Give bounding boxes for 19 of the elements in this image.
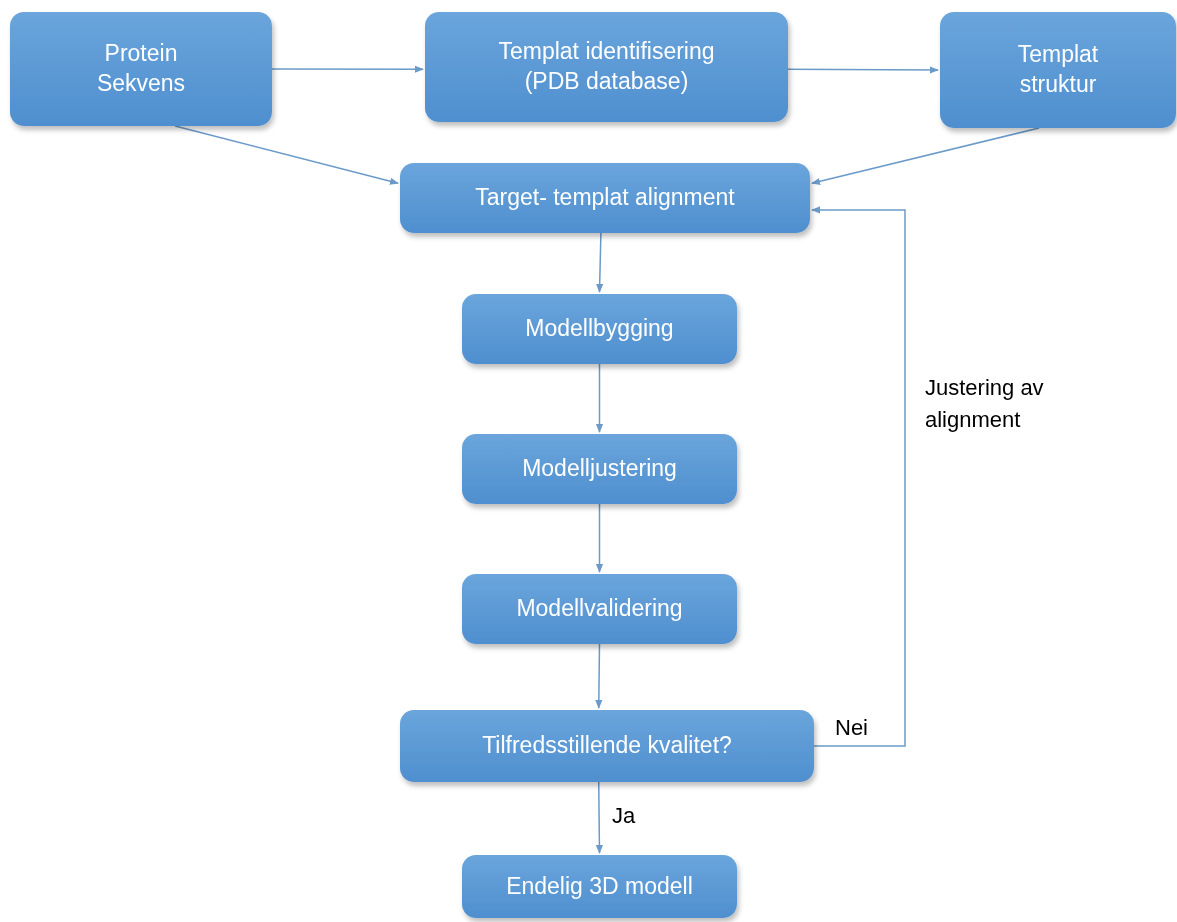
arrow bbox=[811, 206, 906, 747]
process-box: Modelljustering bbox=[462, 434, 737, 504]
arrow bbox=[596, 232, 604, 293]
arrow bbox=[271, 65, 424, 73]
arrow bbox=[595, 503, 604, 573]
arrow bbox=[595, 643, 603, 709]
arrow bbox=[811, 127, 1040, 185]
process-box: Templat identifisering (PDB database) bbox=[425, 12, 788, 122]
arrow bbox=[787, 66, 939, 74]
process-box: Templat struktur bbox=[940, 12, 1176, 128]
arrow bbox=[595, 781, 603, 854]
process-box: Endelig 3D modell bbox=[462, 855, 737, 918]
process-box: Tilfredsstillende kvalitet? bbox=[400, 710, 814, 782]
arrow bbox=[174, 125, 399, 185]
process-box: Protein Sekvens bbox=[10, 12, 272, 126]
arrow bbox=[595, 363, 604, 433]
process-box: Target- templat alignment bbox=[400, 163, 810, 233]
process-box: Modellbygging bbox=[462, 294, 737, 364]
process-box: Modellvalidering bbox=[462, 574, 737, 644]
